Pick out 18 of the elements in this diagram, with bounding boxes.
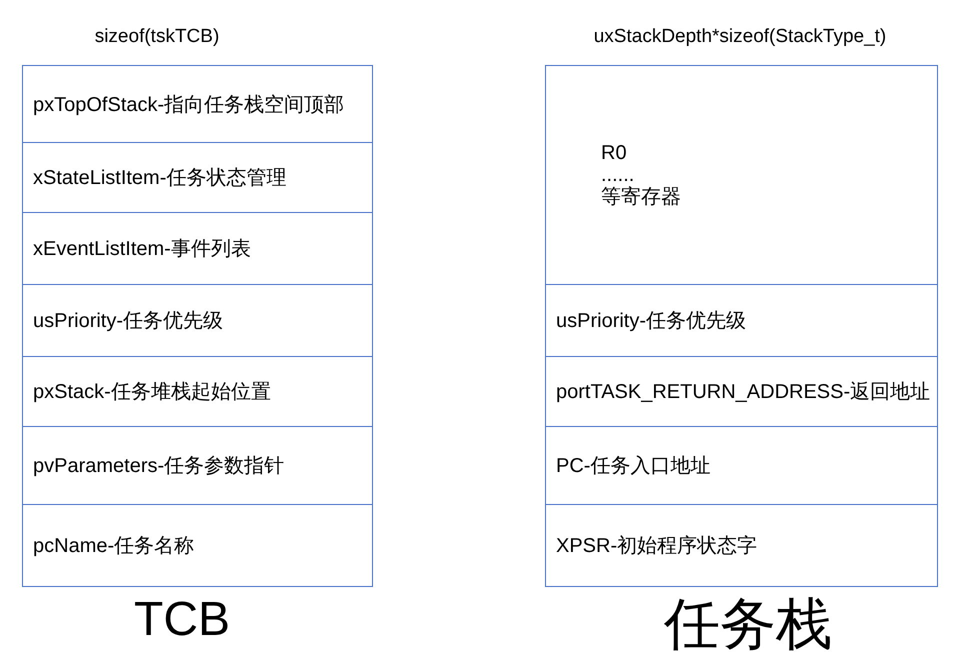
- register-label: R0: [601, 141, 627, 166]
- ellipsis-text: ......: [601, 168, 634, 182]
- size-label: uxStackDepth*sizeof(StackType_t): [594, 25, 886, 49]
- field-label: usPriority-任务优先级: [556, 309, 746, 334]
- field-label: pxTopOfStack-指向任务栈空间顶部: [33, 92, 344, 118]
- block-caption: 任务栈: [664, 593, 832, 655]
- field-label: pxStack-任务堆栈起始位置: [33, 380, 271, 405]
- field-label: usPriority-任务优先级: [33, 309, 224, 334]
- field-label: PC-任务入口地址: [556, 454, 710, 479]
- field-label: XPSR-初始程序状态字: [556, 534, 758, 558]
- register-note: 等寄存器: [601, 185, 681, 210]
- field-label: xStateListItem-任务状态管理: [33, 166, 286, 191]
- field-label: pcName-任务名称: [33, 534, 194, 558]
- field-label: portTASK_RETURN_ADDRESS-返回地址: [556, 380, 930, 405]
- block-caption: TCB: [134, 593, 230, 647]
- field-label: xEventListItem-事件列表: [33, 237, 251, 262]
- size-label: sizeof(tskTCB): [94, 25, 220, 49]
- field-label: pvParameters-任务参数指针: [33, 454, 284, 479]
